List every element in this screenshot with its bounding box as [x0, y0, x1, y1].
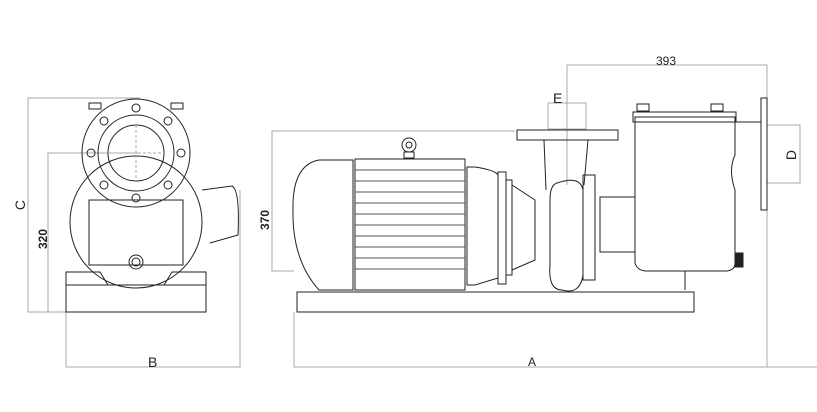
flange-centerlines [108, 125, 164, 181]
dim-label-D: D [783, 149, 800, 161]
dim-label-E: E [553, 90, 563, 106]
dim-label-393: 393 [656, 54, 677, 68]
dimension-lines [27, 64, 817, 368]
dim-label-370: 370 [258, 209, 273, 231]
dim-label-C: C [12, 199, 29, 211]
dim-label-A: A [528, 355, 537, 369]
side-view [292, 97, 768, 313]
dim-label-320: 320 [36, 228, 51, 250]
front-view [65, 98, 239, 313]
dim-label-B: B [148, 354, 158, 370]
